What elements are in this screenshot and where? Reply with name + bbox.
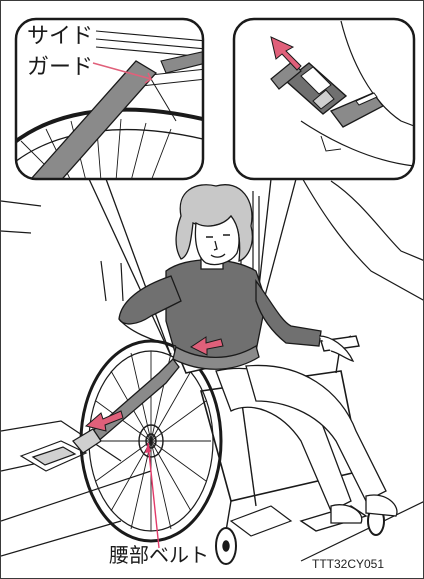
side-guard-label-line2: ガード xyxy=(27,57,93,79)
figure-code: TTT32CY051 xyxy=(312,558,384,570)
inset-buckle-release xyxy=(234,19,414,179)
lap-belt-label: 腰部ベルト xyxy=(109,545,209,565)
lap-belt-leader xyxy=(148,443,159,548)
side-guard-label-line1: サイド xyxy=(27,26,93,48)
